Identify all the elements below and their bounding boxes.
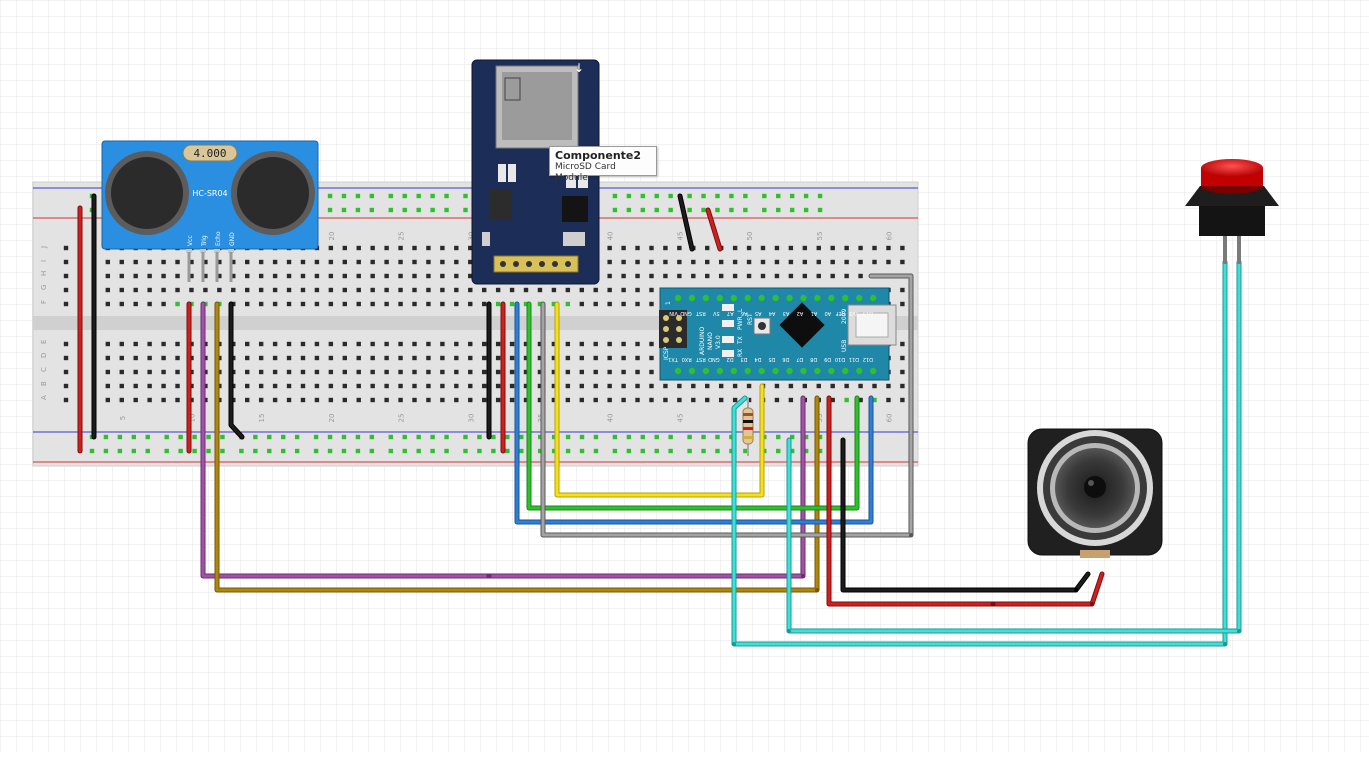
- rst-button-label: RST: [747, 313, 754, 325]
- top-column-number: 45: [676, 232, 684, 241]
- arduino-bottom-edge-pin-label: D6: [782, 356, 789, 362]
- top-column-number: 25: [398, 232, 406, 241]
- arduino-top-edge-pin-label: A6: [741, 310, 748, 316]
- icsp-label: ICSP: [663, 346, 670, 360]
- arduino-brand-label: ARDUINO: [699, 326, 706, 355]
- arduino-pin-headers: [674, 294, 877, 375]
- arduino-top-edge-pin-label: A1: [811, 310, 818, 316]
- bottom-column-number: 40: [607, 414, 615, 423]
- arduino-top-edge-pin-label: D13: [863, 310, 873, 316]
- arduino-model-label: NANO: [707, 332, 714, 350]
- arduino-bottom-edge-pin-label: D8: [810, 356, 817, 362]
- tooltip-title: Componente2: [555, 149, 642, 162]
- top-column-number: 20: [328, 232, 336, 241]
- resistor[interactable]: [742, 398, 754, 456]
- wire-bend-points: [486, 533, 1241, 646]
- arduino-top-edge-pin-label: 3V3: [849, 310, 859, 316]
- arduino-top-edge-pin-label: REF: [835, 310, 845, 316]
- transducer-left: [111, 157, 183, 229]
- bottom-column-number: 25: [398, 414, 406, 423]
- component-tooltip: Componente2 MicroSD Card Module: [549, 146, 657, 183]
- led-label-tx: TX: [737, 336, 744, 345]
- usb-label: USB: [841, 340, 848, 352]
- led-label-l: L: [737, 308, 744, 312]
- row-letter: J: [40, 246, 48, 249]
- arduino-top-edge-pin-label: GND: [680, 310, 692, 316]
- arduino-version-label: V3.0: [715, 335, 722, 349]
- arduino-bottom-edge-pin-label: D9: [824, 356, 831, 362]
- led-label-rx: RX: [737, 349, 744, 357]
- led-label-pwr: PWR: [737, 316, 744, 330]
- arduino-top-edge-pin-label: A5: [755, 310, 762, 316]
- bottom-column-number: 30: [467, 414, 475, 423]
- arduino-bottom-edge-pin-label: RST: [695, 356, 706, 362]
- pin-label-gnd: GND: [229, 232, 236, 246]
- arduino-top-edge-pin-label: A3: [783, 310, 790, 316]
- arduino-top-edge-pin-label: A4: [769, 310, 776, 316]
- bottom-column-number: 5: [119, 416, 127, 420]
- arduino-top-edge-pin-label: RST: [695, 310, 706, 316]
- pin1-label: 1: [665, 301, 672, 305]
- top-column-number: 55: [816, 232, 824, 241]
- top-column-number: 50: [746, 232, 754, 241]
- year-label: 2009: [841, 309, 848, 324]
- arduino-bottom-edge-pin-label: D3: [741, 356, 748, 362]
- bottom-column-number: 45: [676, 414, 684, 423]
- arrow-down-icon: ↓: [574, 61, 584, 75]
- arduino-top-edge-pin-label: 5V: [712, 310, 719, 316]
- row-letter: D: [40, 353, 48, 358]
- top-column-number: 60: [885, 232, 893, 241]
- bottom-column-number: 20: [328, 414, 336, 423]
- arduino-top-edge-pin-label: A0: [825, 310, 832, 316]
- top-column-number: 30: [467, 232, 475, 241]
- row-letter: C: [40, 367, 48, 372]
- bottom-column-number: 60: [885, 414, 893, 423]
- row-letter: I: [40, 260, 48, 262]
- arduino-bottom-edge-pin-label: GND: [708, 356, 720, 362]
- arduino-bottom-edge-pin-label: D7: [796, 356, 803, 362]
- arduino-bottom-edge-pin-label: D10: [835, 356, 845, 362]
- row-letter: E: [40, 340, 48, 344]
- wires[interactable]: [77, 193, 1242, 647]
- push-button[interactable]: [1185, 159, 1279, 264]
- row-letter: F: [40, 300, 48, 304]
- row-letter: G: [40, 285, 48, 290]
- arduino-bottom-edge-pin-label: D4: [754, 356, 761, 362]
- arduino-bottom-edge-pin-label: D5: [768, 356, 775, 362]
- arduino-top-edge-pin-label: A2: [797, 310, 804, 316]
- ultrasonic-sensor[interactable]: 4.000 HC-SR04 Vcc Trig Echo GND: [101, 140, 319, 282]
- bottom-column-number: 55: [816, 414, 824, 423]
- crystal-label: 4.000: [193, 147, 226, 160]
- bottom-column-number: 15: [258, 414, 266, 423]
- arduino-bottom-edge-pin-label: D2: [727, 356, 734, 362]
- bottom-column-number: 10: [188, 414, 196, 423]
- arduino-nano[interactable]: ARDUINO NANO V3.0 ICSP RST USB 2009 1 L …: [659, 287, 897, 381]
- arduino-bottom-edge-pin-label: RX0: [682, 356, 692, 362]
- microsd-module[interactable]: ↓: [471, 59, 600, 285]
- arduino-top-edge-pin-label: VIN: [669, 310, 678, 316]
- pin-label-vcc: Vcc: [187, 235, 194, 246]
- row-letter: H: [40, 271, 48, 276]
- top-column-number: 40: [607, 232, 615, 241]
- row-letter: B: [40, 381, 48, 386]
- sensor-model-label: HC-SR04: [192, 189, 227, 198]
- pin-label-trig: Trig: [201, 235, 208, 247]
- row-letter: A: [40, 395, 48, 400]
- transducer-right: [237, 157, 309, 229]
- arduino-bottom-edge-pin-label: D12: [863, 356, 873, 362]
- arduino-bottom-edge-pin-label: D11: [849, 356, 859, 362]
- pin-label-echo: Echo: [215, 231, 222, 246]
- arduino-pin-labels: D133V3REFA0A1A2A3A4A5A6A75VRSTGNDVIND12D…: [668, 310, 873, 362]
- tooltip-subtitle: MicroSD Card Module: [555, 162, 616, 183]
- speaker[interactable]: [1027, 428, 1163, 558]
- arduino-top-edge-pin-label: A7: [727, 310, 734, 316]
- arduino-bottom-edge-pin-label: TX1: [668, 356, 679, 362]
